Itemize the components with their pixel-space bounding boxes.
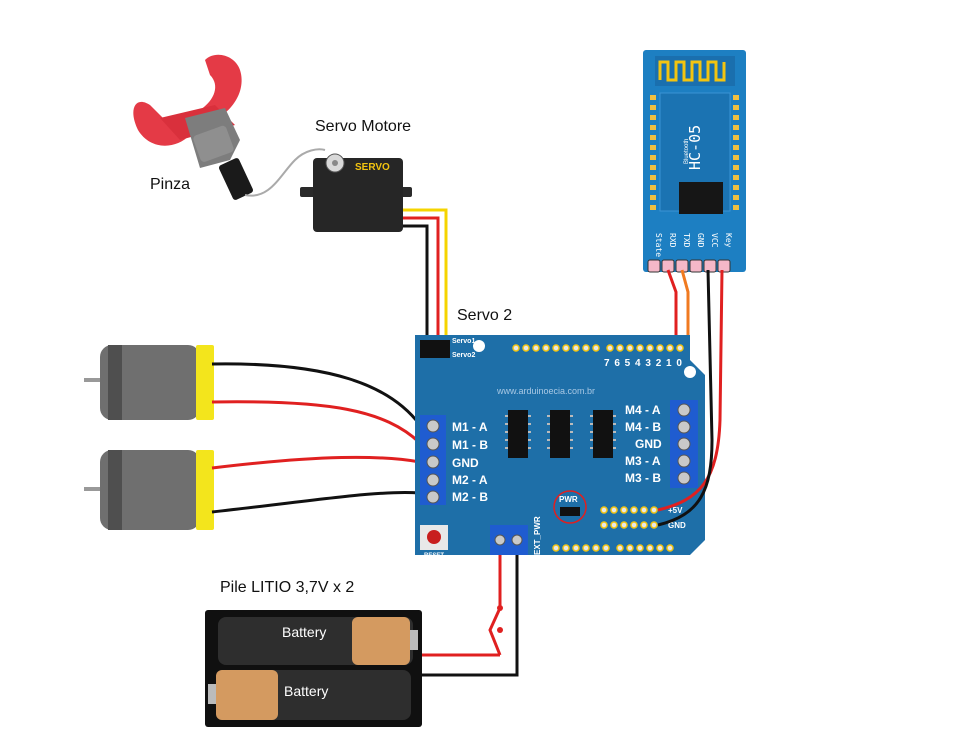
terminal-gnd-left: GND <box>452 456 479 470</box>
terminal-m4a: M4 - A <box>625 403 661 417</box>
servo-wires <box>403 208 448 345</box>
terminal-m4b: M4 - B <box>625 420 661 434</box>
pinza-label: Pinza <box>150 176 190 193</box>
hc05-pin-gnd: GND <box>696 233 705 248</box>
terminal-m1b: M1 - B <box>452 438 488 452</box>
hc05-pin-state: State <box>654 233 663 257</box>
servo-brand-label: SERVO <box>355 162 390 173</box>
hc05-pin-txd: TXD <box>682 233 691 248</box>
bluetooth-power-wires <box>657 269 724 527</box>
dc-motor-2 <box>84 450 214 530</box>
gnd-label: GND <box>668 521 686 530</box>
terminal-m3a: M3 - A <box>625 454 661 468</box>
hc05-pin-vcc: VCC <box>710 233 719 248</box>
website-label: www.arduinoecia.com.br <box>496 386 595 396</box>
dc-motor-1 <box>84 345 214 420</box>
servo-motor: Servo Motore SERVO <box>300 118 412 232</box>
motor-wires <box>211 362 422 514</box>
terminal-m2b: M2 - B <box>452 490 488 504</box>
servo-2-label: Servo 2 <box>457 307 512 324</box>
pwr-label: PWR <box>559 495 578 504</box>
gripper: Pinza <box>133 54 326 200</box>
terminal-m1a: M1 - A <box>452 420 488 434</box>
battery-holder: Battery Battery <box>205 610 422 727</box>
switch-contact-top <box>497 605 503 611</box>
hc05-module: HC-05 Bluetooth State RXD TXD GND VCC Ke… <box>643 50 746 273</box>
hc05-model-label: HC-05 <box>686 125 704 170</box>
switch-contact-bottom <box>497 627 503 633</box>
motor-shield: Servo1 Servo2 7 6 5 4 3 2 1 0 www.arduin… <box>415 335 705 559</box>
hc05-pin-key: Key <box>724 233 733 248</box>
reset-label: RESET <box>424 553 444 559</box>
hc05-pin-rxd: RXD <box>668 233 677 248</box>
servo-motore-label: Servo Motore <box>315 118 411 135</box>
servo1-label: Servo1 <box>452 338 475 345</box>
servo2-label: Servo2 <box>452 352 475 359</box>
ext-pwr-label: EXT_PWR <box>533 516 542 555</box>
battery-2-label: Battery <box>284 683 328 699</box>
plus5v-label: +5V <box>668 506 683 515</box>
battery-wires <box>422 555 519 677</box>
digital-pins-label: 7 6 5 4 3 2 1 0 <box>604 358 683 369</box>
terminal-m2a: M2 - A <box>452 473 488 487</box>
terminal-m3b: M3 - B <box>625 471 661 485</box>
bluetooth-wires <box>666 269 690 345</box>
terminal-gnd-right: GND <box>635 437 662 451</box>
hc05-subtitle-label: Bluetooth <box>684 139 690 164</box>
batteries-caption: Pile LITIO 3,7V x 2 <box>220 579 354 596</box>
battery-1-label: Battery <box>282 624 326 640</box>
